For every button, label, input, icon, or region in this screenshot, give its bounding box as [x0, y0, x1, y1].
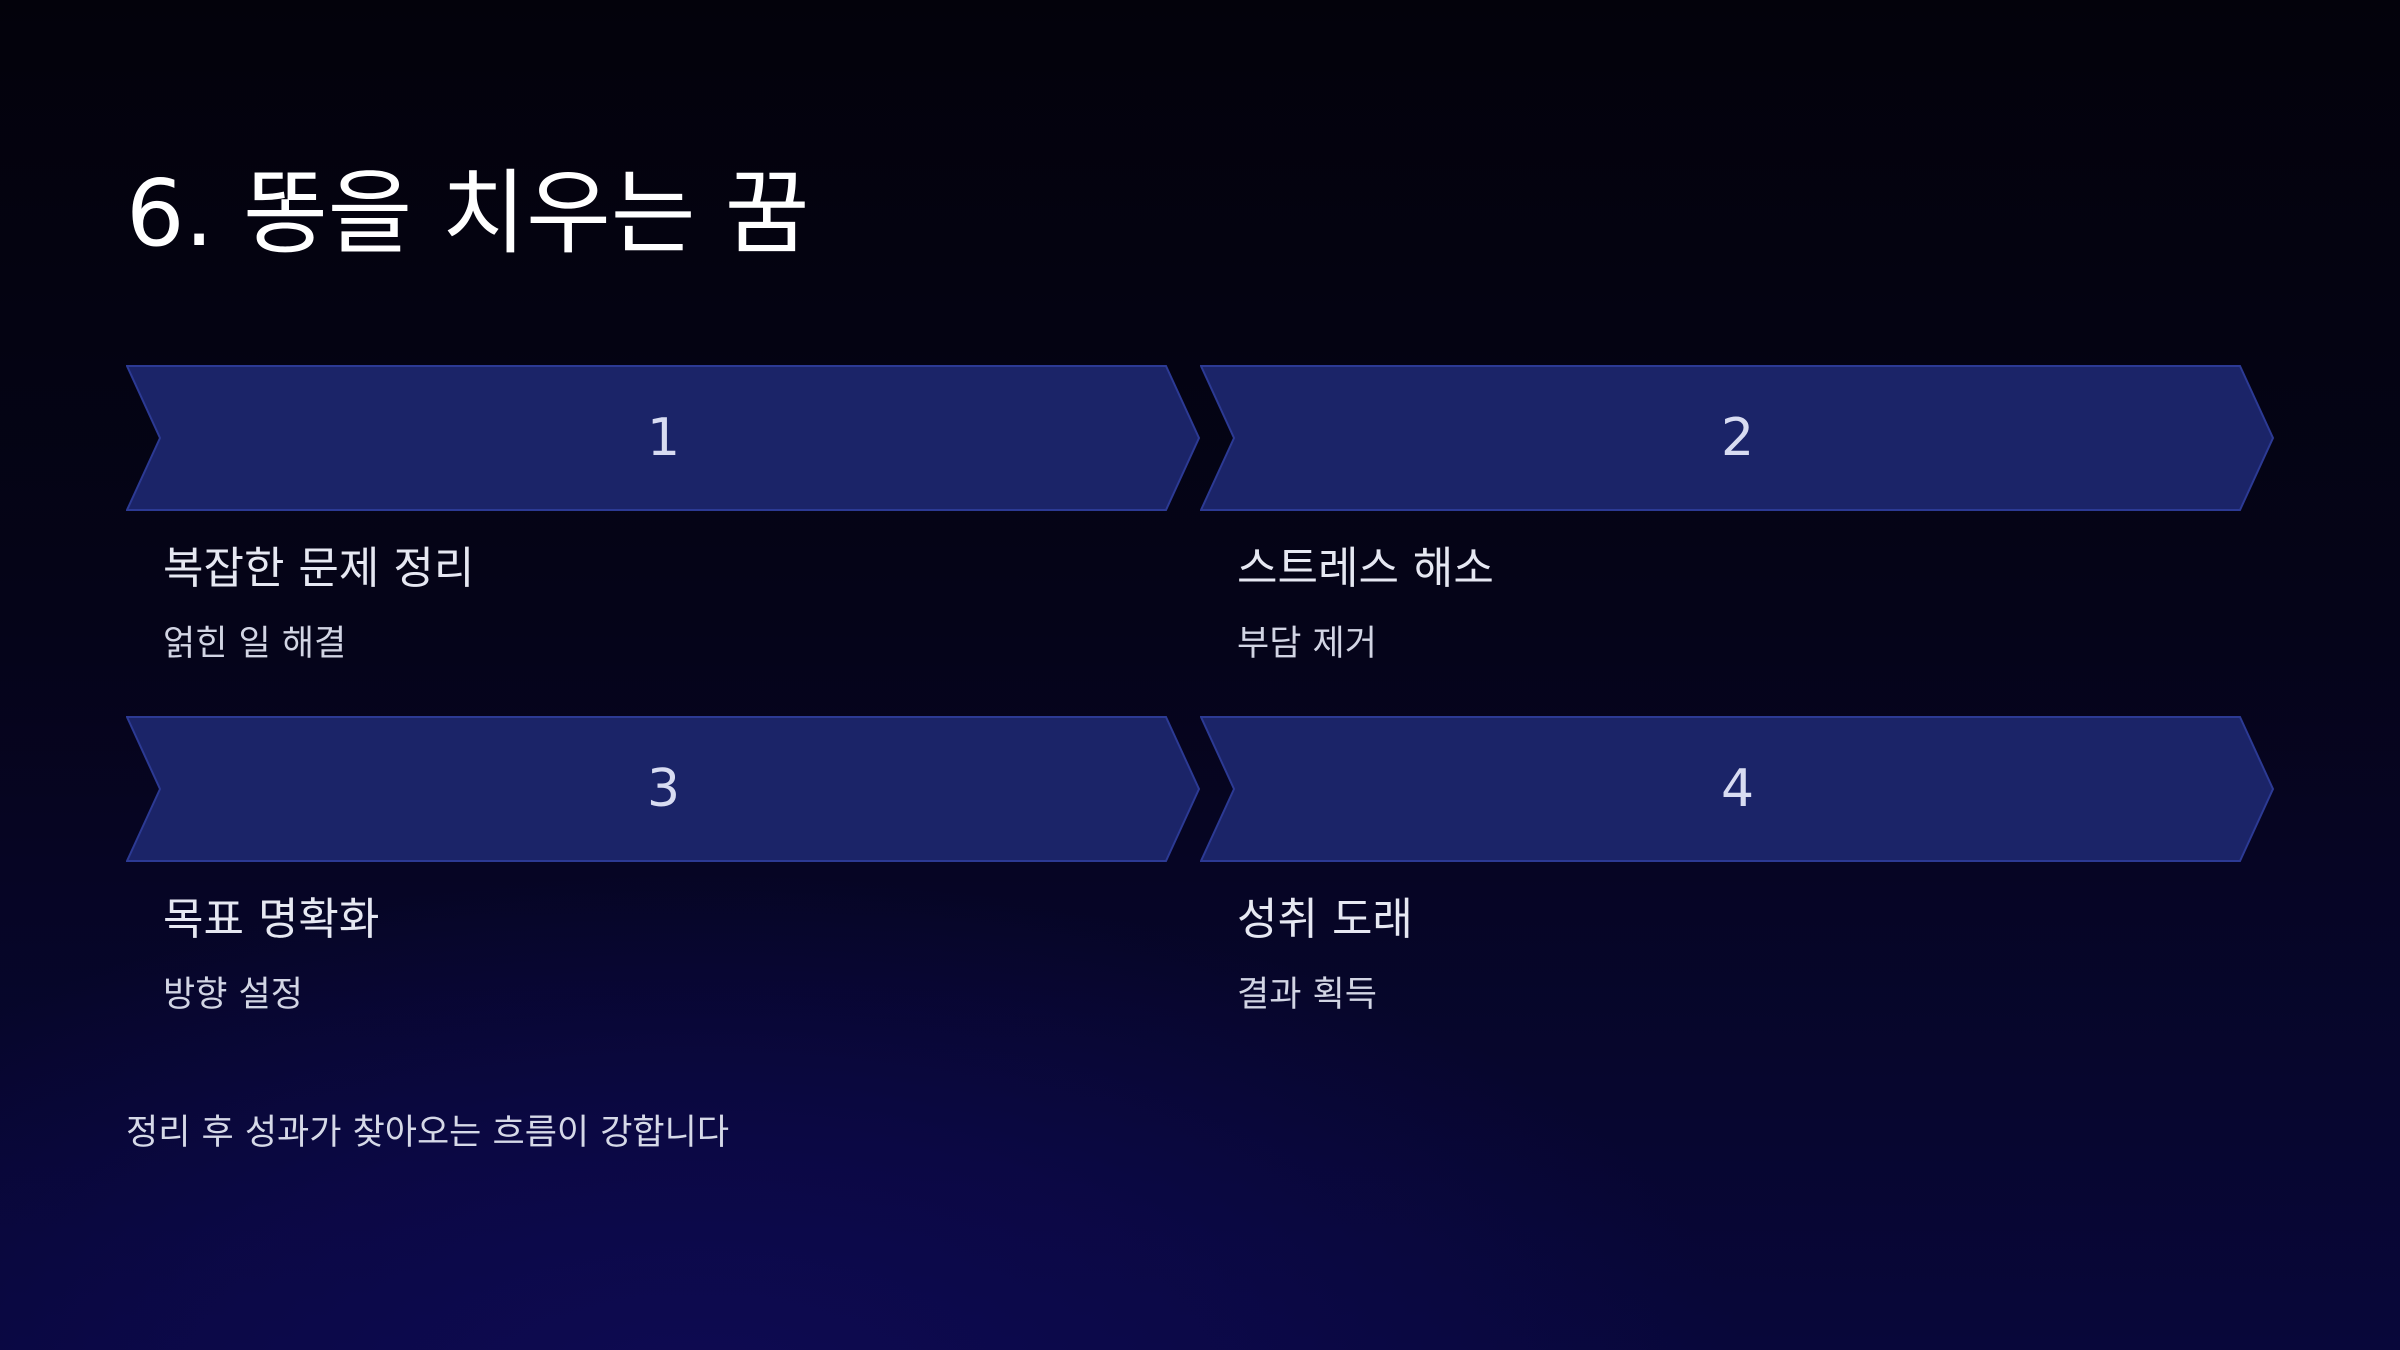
step-title: 스트레스 해소: [1237, 543, 1494, 594]
chevron-arrow-shape: [126, 365, 1201, 511]
step-description: 부담 제거: [1237, 624, 1377, 664]
step-title: 목표 명확화: [163, 894, 380, 945]
slide-title: 6. 똥을 치우는 꿈: [126, 160, 810, 267]
step-number: 1: [646, 408, 681, 468]
step-description: 방향 설정: [163, 975, 303, 1015]
chevron-arrow-shape: [1200, 365, 2275, 511]
chevron-arrow-shape: [1200, 716, 2275, 862]
step-number: 4: [1720, 759, 1755, 819]
step-title: 복잡한 문제 정리: [163, 543, 475, 594]
step-number: 3: [646, 759, 681, 819]
step-description: 얽힌 일 해결: [163, 624, 347, 664]
step-title: 성취 도래: [1237, 894, 1413, 945]
step-description: 결과 획득: [1237, 975, 1377, 1015]
footer-note: 정리 후 성과가 찾아오는 흐름이 강합니다: [126, 1113, 730, 1153]
chevron-arrow-shape: [126, 716, 1201, 862]
step-number: 2: [1720, 408, 1755, 468]
